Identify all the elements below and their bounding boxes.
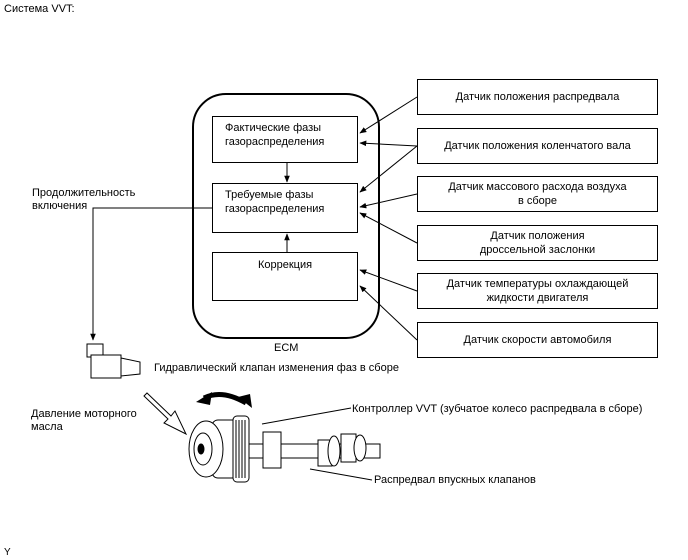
correction-block: Коррекция [212,252,358,301]
arrow-crankshaft-to-target [359,145,418,193]
arrow-maf-sensor [359,193,418,209]
sensor-coolant-temperature: Датчик температуры охлаждающей жидкости … [417,273,658,309]
sensor-throttle-position: Датчик положения дроссельной заслонки [417,225,658,261]
vvt-controller-label: Контроллер VVT (зубчатое колесо распредв… [352,403,643,415]
vvt-controller-camshaft-drawing [188,407,381,483]
sensor-vehicle-speed: Датчик скорости автомобиля [417,322,658,358]
diagram-title: Система VVT: [4,3,75,15]
ecm-label: ECM [274,342,299,354]
arrow-speed-sensor [359,285,418,341]
arrow-duty-to-ocv [90,207,212,341]
ocv-label: Гидравлический клапан изменения фаз в сб… [154,362,399,374]
arrow-throttle-sensor [359,212,418,244]
arrow-camshaft-sensor [359,96,418,134]
oil-pressure-label: Давление моторного масла [31,408,137,433]
ocv-symbol [86,343,141,379]
duty-label: Продолжительность включения [32,187,136,212]
intake-camshaft-label: Распредвал впускных клапанов [374,474,536,486]
sensor-crankshaft-position: Датчик положения коленчатого вала [417,128,658,164]
sensor-mass-air-flow: Датчик массового расхода воздуха в сборе [417,176,658,212]
sensor-camshaft-position: Датчик положения распредвала [417,79,658,115]
actual-phases-block: Фактические фазы газораспределения [212,116,358,163]
oil-pressure-arrow-icon [143,392,188,436]
target-phases-block: Требуемые фазы газораспределения [212,183,358,233]
arrow-coolant-sensor [359,269,418,292]
corner-mark: Y [4,547,11,558]
arrow-crankshaft-to-actual [359,140,418,147]
